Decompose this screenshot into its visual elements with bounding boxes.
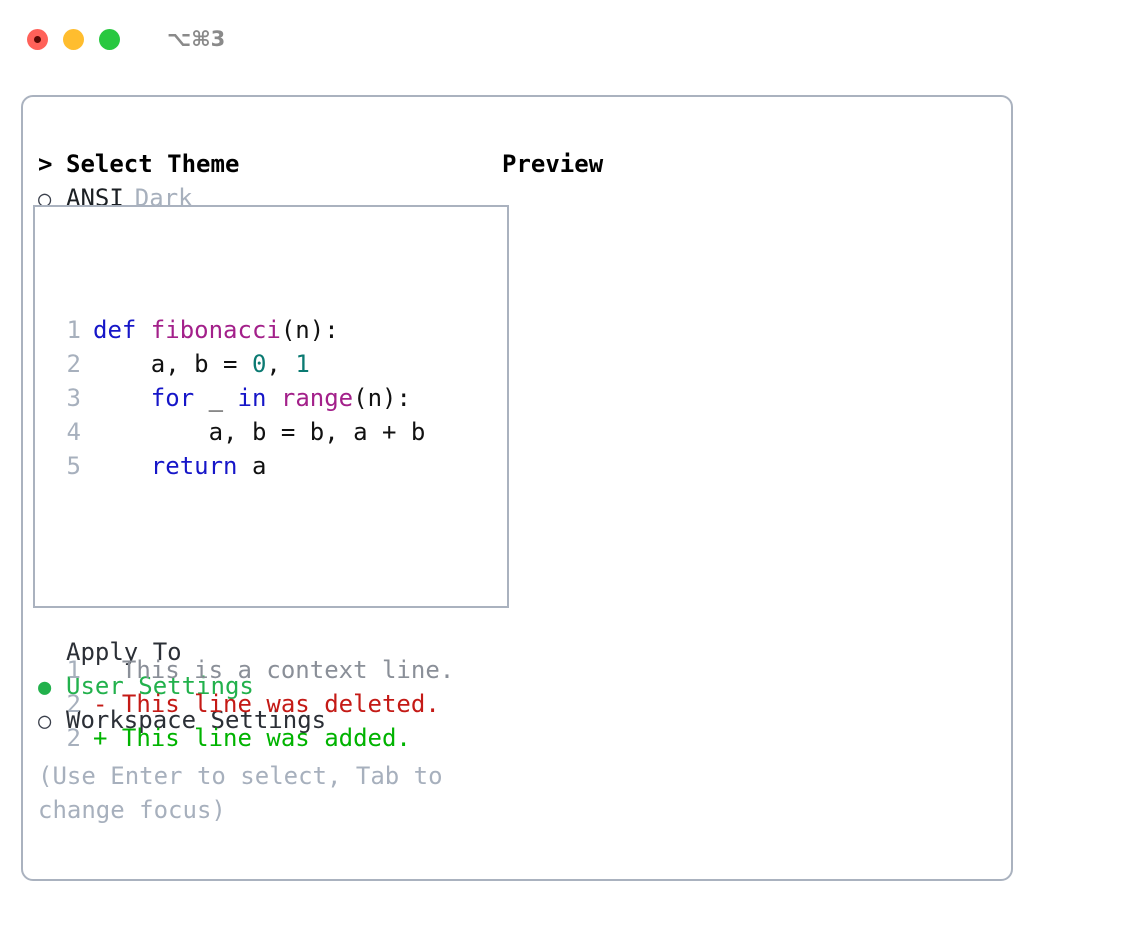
traffic-light-controls	[27, 28, 120, 50]
code-line-text: return a	[93, 449, 267, 483]
code-line: 5 return a	[49, 449, 507, 483]
code-token: a	[237, 452, 267, 480]
code-token: return	[150, 452, 238, 480]
code-line: 2 a, b = 0, 1	[49, 347, 507, 381]
apply-to-option-user-settings[interactable]: ● User Settings	[38, 669, 478, 703]
code-line-number: 4	[66, 418, 81, 446]
code-token	[93, 452, 151, 480]
diff-line: 2 - This line was deleted.	[49, 687, 507, 721]
close-button[interactable]	[27, 28, 48, 50]
theme-picker-header: > Select Theme	[38, 147, 478, 181]
diff-line-number: 2	[66, 690, 81, 718]
maximize-button[interactable]	[99, 28, 120, 50]
apply-to-option-workspace-settings[interactable]: ○ Workspace Settings	[38, 703, 478, 737]
code-token: 1	[295, 350, 310, 378]
code-line: 1 def fibonacci(n):	[49, 313, 507, 347]
preview-panel-container: Preview	[502, 147, 1002, 181]
code-token: for	[150, 384, 195, 412]
code-line: 3 for _ in range(n):	[49, 381, 507, 415]
code-line-text: for _ in range(n):	[93, 381, 411, 415]
diff-line: 1 This is a context line.	[49, 653, 507, 687]
code-token	[266, 384, 280, 412]
radio-unselected-icon: ○	[38, 709, 52, 734]
code-token: _	[194, 384, 238, 412]
theme-picker-title: Select Theme	[66, 150, 240, 178]
diff-line-text: + This line was added.	[93, 724, 411, 752]
code-token: in	[237, 384, 267, 412]
apply-to-header: ○ Apply To	[38, 635, 478, 669]
code-line-text: a, b = 0, 1	[93, 347, 310, 381]
diff-line-text: This is a context line.	[93, 656, 455, 684]
keyboard-hint-text: (Use Enter to select, Tab to change focu…	[38, 762, 458, 824]
code-line-number: 3	[66, 384, 81, 412]
code-line-text: a, b = b, a + b	[93, 415, 426, 449]
recording-indicator-dot	[34, 35, 41, 43]
radio-selected-icon: ●	[38, 675, 52, 700]
code-token: a, b = b, a + b	[93, 418, 426, 446]
code-token: ,	[266, 350, 296, 378]
code-token: (n):	[280, 316, 339, 344]
apply-to-option-label: Workspace Settings	[66, 706, 327, 734]
diff-line-text: - This line was deleted.	[93, 690, 440, 718]
minimize-button[interactable]	[63, 28, 84, 50]
diff-sample-block: 1 This is a context line. 2 - This line wa…	[49, 653, 507, 755]
code-token: (n):	[353, 384, 411, 412]
diff-line: 2 + This line was added.	[49, 721, 507, 755]
code-token: a, b =	[93, 350, 252, 378]
code-line-number: 2	[66, 350, 81, 378]
code-line-text: def fibonacci(n):	[93, 313, 339, 347]
code-token: fibonacci	[150, 316, 281, 344]
code-token	[93, 384, 151, 412]
apply-to-option-label: User Settings	[66, 672, 254, 700]
code-blank-line	[49, 551, 507, 585]
code-line: 4 a, b = b, a + b	[49, 415, 507, 449]
apply-to-list: ● User Settings ○ Workspace Settings	[38, 669, 478, 737]
diff-line-number: 1	[66, 656, 81, 684]
prompt-caret-icon: >	[38, 150, 53, 178]
preview-title: Preview	[502, 150, 604, 178]
code-line-number: 5	[66, 452, 81, 480]
keyboard-shortcut-label: ⌥⌘3	[167, 27, 226, 51]
code-line-number: 1	[66, 316, 81, 344]
diff-line-number: 2	[66, 724, 81, 752]
code-token: range	[280, 384, 354, 412]
code-token: def	[93, 316, 151, 344]
apply-to-title: Apply To	[66, 638, 182, 666]
code-token: 0	[251, 350, 267, 378]
title-bar: ⌥⌘3	[0, 0, 1140, 78]
